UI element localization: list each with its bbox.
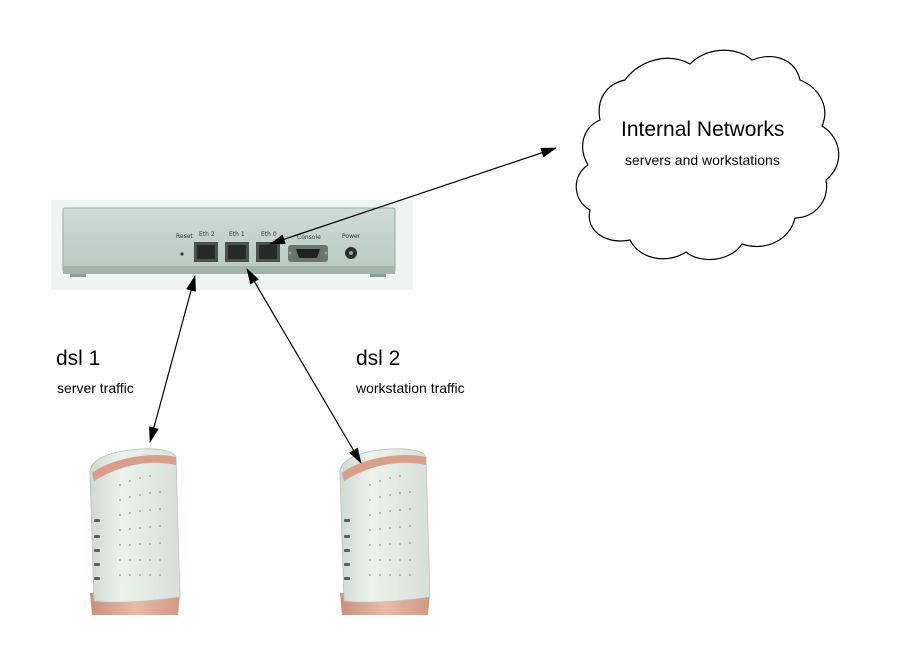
router-device: Reset Eth 2 Eth 1 Eth 0 Console Power bbox=[51, 200, 413, 290]
ethernet-port-eth1 bbox=[225, 242, 249, 262]
console-port bbox=[288, 245, 328, 262]
dsl2-subtitle: workstation traffic bbox=[356, 380, 465, 396]
dsl-modem-2 bbox=[339, 448, 431, 615]
internal-network-cloud bbox=[575, 49, 840, 261]
reset-pinhole bbox=[180, 252, 184, 256]
port-label-eth1: Eth 1 bbox=[229, 231, 245, 238]
dsl1-title: dsl 1 bbox=[56, 347, 101, 370]
dsl1-subtitle: server traffic bbox=[57, 380, 134, 396]
link-eth1-to-dsl2 bbox=[246, 268, 362, 464]
ethernet-port-eth0 bbox=[256, 242, 280, 262]
link-eth0-to-internal-network bbox=[269, 147, 557, 245]
dsl2-title: dsl 2 bbox=[356, 347, 401, 370]
port-label-reset: Reset bbox=[176, 233, 193, 240]
link-eth2-to-dsl1 bbox=[149, 275, 196, 443]
port-label-eth2: Eth 2 bbox=[199, 231, 215, 238]
cloud-title: Internal Networks bbox=[621, 118, 785, 141]
ethernet-port-eth2 bbox=[194, 242, 218, 262]
port-label-eth0: Eth 0 bbox=[261, 231, 277, 238]
power-jack bbox=[345, 247, 357, 259]
dsl-modem-1 bbox=[89, 448, 181, 615]
port-label-console: Console bbox=[297, 234, 321, 241]
cloud-subtitle: servers and workstations bbox=[625, 152, 780, 168]
port-label-power: Power bbox=[342, 233, 361, 240]
